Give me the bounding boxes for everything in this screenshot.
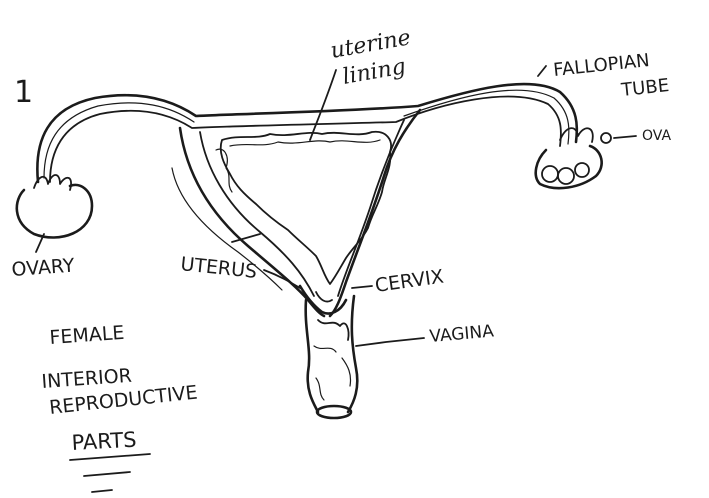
caption-underline bbox=[84, 472, 130, 476]
label-fallopian-tube-1: FALLOPIAN bbox=[552, 50, 650, 81]
tube-inner-outline bbox=[50, 97, 561, 182]
label-cervix: CERVIX bbox=[374, 266, 445, 297]
caption-underline bbox=[92, 490, 112, 492]
leader-cervix bbox=[352, 286, 372, 288]
leader-vagina bbox=[356, 338, 424, 346]
label-ovary: OVARY bbox=[11, 255, 76, 281]
label-uterus: UTERUS bbox=[179, 253, 258, 283]
right-ovary bbox=[536, 128, 611, 188]
ovum bbox=[575, 163, 589, 177]
caption-line-4: PARTS bbox=[71, 428, 137, 455]
vaginal-opening bbox=[317, 406, 351, 418]
caption-underline bbox=[70, 454, 150, 460]
caption: FEMALE INTERIOR REPRODUCTIVE PARTS bbox=[41, 322, 199, 492]
label-fallopian-tube-2: TUBE bbox=[619, 75, 670, 101]
leader-ova bbox=[614, 136, 636, 138]
ovum bbox=[558, 168, 574, 184]
label-ova: OVA bbox=[642, 128, 671, 144]
left-ovary bbox=[17, 175, 92, 238]
figure-number: 1 bbox=[14, 75, 33, 110]
leader-fallopian-tube bbox=[538, 66, 546, 76]
leader-uterine-lining bbox=[310, 70, 336, 140]
label-vagina: VAGINA bbox=[429, 321, 495, 347]
caption-line-1: FEMALE bbox=[49, 322, 125, 349]
leader-lines bbox=[36, 66, 636, 346]
ovum bbox=[601, 133, 611, 143]
ovum bbox=[542, 166, 558, 182]
